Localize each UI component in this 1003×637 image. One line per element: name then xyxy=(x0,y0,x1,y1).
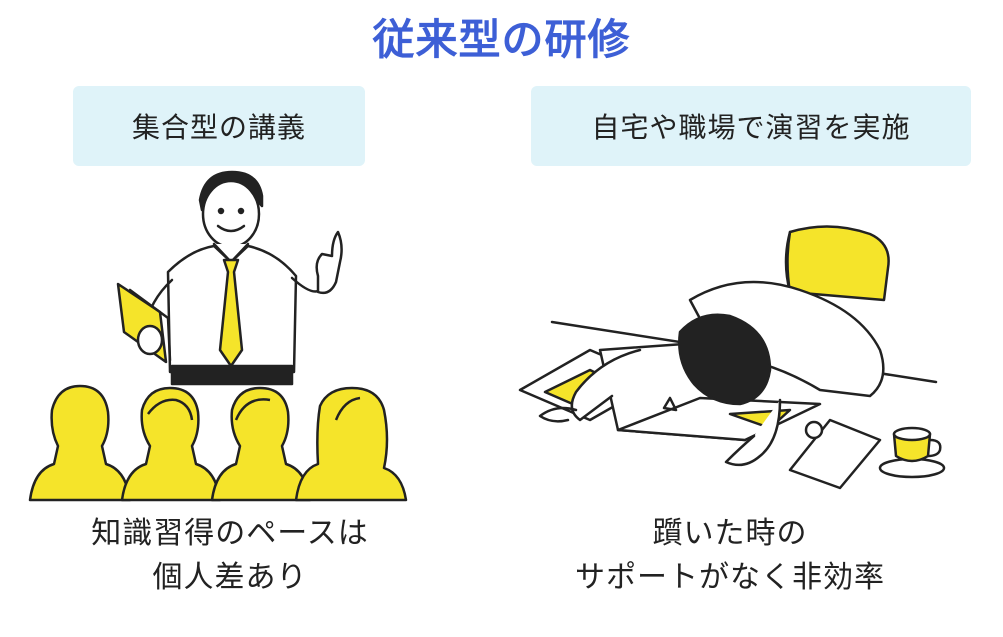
sleeping-worker-illustration-icon xyxy=(518,225,946,490)
right-caption-line-1: 躓いた時の xyxy=(652,516,808,551)
left-panel-label: 集合型の講義 xyxy=(73,86,365,166)
left-caption-line-1: 知識習得のペースは xyxy=(91,516,369,551)
audience-illustration-icon xyxy=(28,384,408,502)
page-title: 従来型の研修 xyxy=(372,15,631,64)
left-panel-label-text: 集合型の講義 xyxy=(131,111,306,144)
right-panel-label-text: 自宅や職場で演習を実施 xyxy=(591,111,911,144)
right-panel-label: 自宅や職場で演習を実施 xyxy=(531,86,971,166)
left-panel-caption: 知識習得のペースは 個人差あり xyxy=(20,512,440,600)
right-caption-line-2: サポートがなく非効率 xyxy=(575,560,885,595)
lecturer-illustration-icon xyxy=(116,170,343,386)
left-caption-line-2: 個人差あり xyxy=(152,560,308,595)
right-panel-caption: 躓いた時の サポートがなく非効率 xyxy=(480,512,980,600)
